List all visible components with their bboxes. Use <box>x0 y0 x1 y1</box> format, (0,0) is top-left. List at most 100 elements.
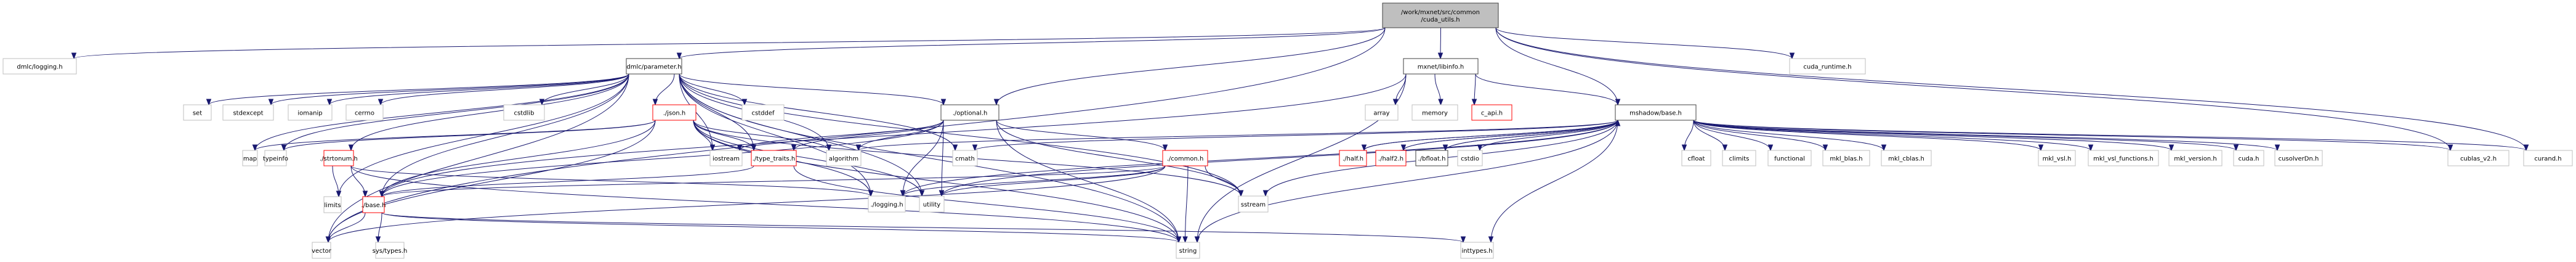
node-box <box>826 150 862 166</box>
node-label: string <box>1179 248 1197 255</box>
arrowhead-icon <box>325 236 331 244</box>
node-climits: climits <box>1722 150 1756 166</box>
node-box <box>2274 150 2323 166</box>
node-optional[interactable]: ./optional.h <box>940 104 999 121</box>
arrowhead-icon <box>2233 144 2239 152</box>
node-box <box>288 104 333 121</box>
arrowhead-icon <box>993 99 999 106</box>
arrowhead-icon <box>281 144 287 152</box>
node-base[interactable]: ./base.h <box>361 196 386 213</box>
edge-mshadow_base-to-cfloat <box>1681 120 1694 152</box>
node-box <box>1615 104 1697 121</box>
edge-optional-to-common <box>996 120 1168 152</box>
node-string: string <box>1176 242 1200 259</box>
arrowhead-icon <box>1194 236 1200 244</box>
node-common[interactable]: ./common.h <box>1162 150 1208 166</box>
arrowhead-icon <box>1262 190 1269 197</box>
edge-strtonum-to-limits <box>332 165 342 198</box>
node-box <box>1375 150 1407 166</box>
node-sstream: sstream <box>1238 195 1269 213</box>
edge-mshadow_base-to-utility <box>939 120 1618 197</box>
edge-root-to-curand <box>1495 27 2529 152</box>
node-iostream: iostream <box>709 150 743 166</box>
arrowhead-icon <box>1722 144 1728 152</box>
edge-strtonum-to-base <box>350 165 368 198</box>
edge-mshadow_base-to-cuda <box>1693 120 2239 152</box>
edge-root-to-mxnet_libinfo <box>1437 27 1443 60</box>
node-label: /cuda_utils.h <box>1421 17 1460 23</box>
node-cstdio: cstdio <box>1457 150 1483 166</box>
node-mkl-cblas: mkl_cblas.h <box>1881 150 1932 166</box>
node-label: cstdlib <box>514 110 535 117</box>
edge-dmlc_parameter-to-iomanip <box>326 73 629 106</box>
node-utility: utility <box>919 195 945 213</box>
node-json[interactable]: ./json.h <box>652 104 696 121</box>
arrowhead-icon <box>375 236 381 244</box>
node-label: limits <box>324 202 341 209</box>
node-set: set <box>183 104 212 121</box>
node-box <box>2038 150 2076 166</box>
node-functional: functional <box>1767 150 1812 166</box>
arrowhead-icon <box>1176 236 1182 244</box>
node-c-api[interactable]: c_api.h <box>1471 104 1512 121</box>
edge-optional-to-type_traits <box>791 120 944 152</box>
edge-json-to-base <box>379 120 656 198</box>
arrowhead-icon <box>268 99 274 106</box>
edges-layer <box>71 27 2529 244</box>
node-root[interactable]: /work/mxnet/src/common/cuda_utils.h <box>1382 2 1499 28</box>
edge-mshadow_base-to-mkl_vsl <box>1693 120 2044 152</box>
edge-strtonum-to-string <box>350 165 1182 244</box>
node-cuda-runtime: cuda_runtime.h <box>1789 58 1866 75</box>
node-label: functional <box>1774 156 1805 163</box>
node-half2[interactable]: ./half2.h <box>1375 150 1407 166</box>
node-label: ./type_traits.h <box>753 156 795 163</box>
arrowhead-icon <box>1361 144 1367 152</box>
edge-mshadow_base-to-logging <box>900 120 1618 197</box>
node-label: stdexcept <box>233 110 263 117</box>
node-cfloat: cfloat <box>1681 150 1711 166</box>
arrowhead-icon <box>1789 52 1795 60</box>
node-mkl-vsl-functions: mkl_vsl_functions.h <box>2088 150 2159 166</box>
edge-strtonum-to-logging <box>350 165 874 197</box>
node-label: iomanip <box>297 110 322 117</box>
node-mxnet-libinfo[interactable]: mxnet/libinfo.h <box>1403 58 1479 75</box>
node-label: cfloat <box>1688 156 1705 163</box>
edge-mxnet_libinfo-to-c_api <box>1471 73 1477 106</box>
node-label: cerrno <box>355 110 374 117</box>
node-label: ./optional.h <box>953 110 988 117</box>
edge-mshadow_base-to-curand <box>1693 120 2529 152</box>
node-mkl-version: mkl_version.h <box>2168 150 2223 166</box>
node-box <box>751 150 797 166</box>
node-mshadow-base[interactable]: mshadow/base.h <box>1615 104 1697 121</box>
node-half[interactable]: ./half.h <box>1339 150 1367 166</box>
arrowhead-icon <box>1615 119 1621 126</box>
arrowhead-icon <box>676 52 682 60</box>
node-dmlc-logging: dmlc/logging.h <box>2 58 77 75</box>
node-bfloat[interactable]: ./bfloat.h <box>1415 150 1448 166</box>
node-cerrno: cerrno <box>345 104 384 121</box>
edge-common-to-sstream <box>1205 165 1244 197</box>
arrowhead-icon <box>348 144 354 152</box>
node-label: memory <box>1422 110 1448 117</box>
node-dmlc-parameter[interactable]: dmlc/parameter.h <box>626 58 682 75</box>
arrowhead-icon <box>868 190 874 197</box>
arrowhead-icon <box>1681 144 1687 152</box>
edge-mshadow_base-to-functional <box>1693 120 1774 152</box>
node-box <box>1238 195 1269 213</box>
node-type-traits[interactable]: ./type_traits.h <box>751 150 797 166</box>
node-inttypes: inttypes.h <box>1460 242 1494 259</box>
node-label: mshadow/base.h <box>1629 110 1682 117</box>
node-label: vector <box>312 248 332 255</box>
arrowhead-icon <box>1471 99 1477 106</box>
edge-dmlc_parameter-to-typeinfo <box>281 73 629 152</box>
node-cmath: cmath <box>952 150 978 166</box>
node-box <box>323 150 354 166</box>
edge-dmlc_parameter-to-vector <box>325 73 629 244</box>
edge-root-to-dmlc_logging <box>71 27 1386 60</box>
arrowhead-icon <box>362 190 368 198</box>
arrowhead-icon <box>1162 144 1168 152</box>
arrowhead-icon <box>206 99 212 106</box>
edge-json-to-map <box>252 120 656 152</box>
node-strtonum[interactable]: ./strtonum.h <box>320 150 358 166</box>
edge-dmlc_parameter-to-set <box>206 73 629 106</box>
